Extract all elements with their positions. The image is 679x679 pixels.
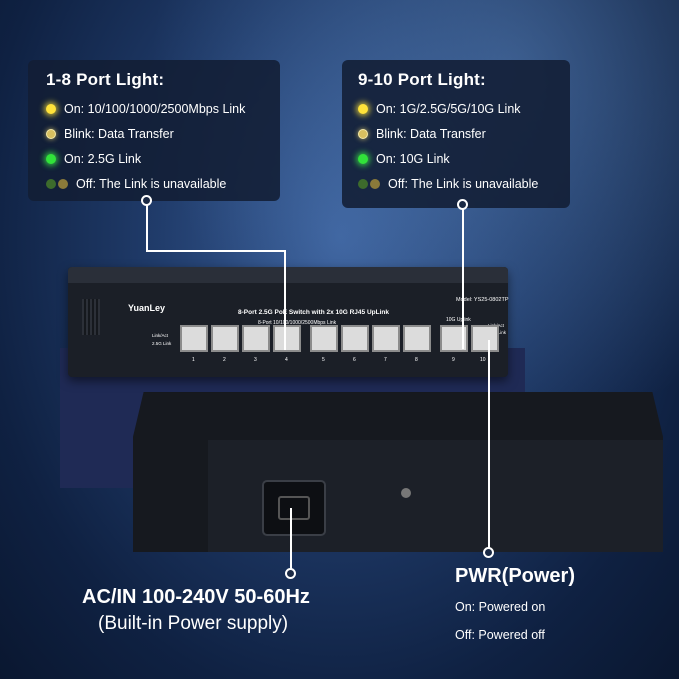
port-number: 2 xyxy=(223,357,226,363)
legend-row: On: 2.5G Link xyxy=(46,146,280,171)
led-green-icon xyxy=(46,153,56,164)
legend-text: On: 2.5G Link xyxy=(64,151,142,166)
power-supply-note: (Built-in Power supply) xyxy=(98,613,289,634)
led-yellow-icon xyxy=(358,103,368,114)
pwr-on-text: On: Powered on xyxy=(455,600,546,614)
port-row xyxy=(180,325,499,352)
legend-row: On: 10G Link xyxy=(358,146,570,171)
legend-text: On: 10/100/1000/2500Mbps Link xyxy=(64,101,246,116)
switch-rear xyxy=(133,392,663,552)
pwr-title: PWR(Power) xyxy=(455,565,575,587)
leader-line xyxy=(462,209,464,349)
port-number: 8 xyxy=(415,357,418,363)
model-number: Model: YS25-0802TP xyxy=(456,297,509,303)
leader-line xyxy=(146,250,286,252)
leader-line xyxy=(146,205,148,252)
group-label: 8-Port 10/100/1000/2500Mbps Link xyxy=(258,320,337,326)
legend-row: Off: The Link is unavailable xyxy=(46,171,280,196)
rj45-port-icon xyxy=(242,325,270,352)
led-green-icon xyxy=(358,153,368,164)
legend-text: Off: The Link is unavailable xyxy=(76,176,227,191)
power-socket-icon xyxy=(262,480,326,536)
led-yellow-icon xyxy=(46,103,56,114)
rj45-port-icon xyxy=(273,325,301,352)
leader-node xyxy=(285,568,296,579)
legend-text: Blink: Data Transfer xyxy=(64,126,174,141)
switch-front: YuanLey 8-Port 2.5G PoE Switch with 2x 1… xyxy=(68,267,509,377)
leader-node xyxy=(483,547,494,558)
leader-line xyxy=(290,508,292,570)
rj45-port-icon xyxy=(471,325,499,352)
rj45-port-icon xyxy=(372,325,400,352)
group-label: 10G Uplink xyxy=(446,317,471,323)
legend-row: Off: The Link is unavailable xyxy=(358,171,570,196)
legend-text: Blink: Data Transfer xyxy=(376,126,486,141)
led-off-yellow-icon xyxy=(370,178,380,189)
leader-line xyxy=(284,250,286,350)
port-number: 6 xyxy=(353,357,356,363)
legend-text: Off: The Link is unavailable xyxy=(388,176,539,191)
ground-screw-icon xyxy=(401,488,411,498)
rj45-port-icon xyxy=(310,325,338,352)
rj45-port-icon xyxy=(211,325,239,352)
rj45-port-icon xyxy=(341,325,369,352)
panel-title: 9-10 Port Light: xyxy=(358,70,486,89)
port-number: 7 xyxy=(384,357,387,363)
legend-row: On: 1G/2.5G/5G/10G Link xyxy=(358,96,570,121)
led-label: Link/Act xyxy=(152,333,169,338)
legend-text: On: 1G/2.5G/5G/10G Link xyxy=(376,101,521,116)
legend-text: On: 10G Link xyxy=(376,151,450,166)
legend-row: Blink: Data Transfer xyxy=(46,121,280,146)
port-number: 5 xyxy=(322,357,325,363)
led-blink-icon xyxy=(46,128,56,139)
led-off-yellow-icon xyxy=(58,178,68,189)
rj45-port-icon xyxy=(180,325,208,352)
led-off-green-icon xyxy=(46,178,56,189)
power-input-label: AC/IN 100-240V 50-60Hz xyxy=(82,586,310,608)
leader-line xyxy=(488,340,490,550)
port-number: 4 xyxy=(285,357,288,363)
led-blink-icon xyxy=(358,128,368,139)
rj45-port-icon xyxy=(403,325,431,352)
port-number: 9 xyxy=(452,357,455,363)
panel-title: 1-8 Port Light: xyxy=(46,70,165,89)
port-number: 3 xyxy=(254,357,257,363)
vent-grille xyxy=(82,299,100,335)
port-light-panel-9-10: 9-10 Port Light: On: 1G/2.5G/5G/10G Link… xyxy=(342,60,570,208)
legend-row: Blink: Data Transfer xyxy=(358,121,570,146)
brand-logo: YuanLey xyxy=(128,303,166,313)
pwr-off-text: Off: Powered off xyxy=(455,628,545,642)
port-light-panel-1-8: 1-8 Port Light: On: 10/100/1000/2500Mbps… xyxy=(28,60,280,201)
legend-row: On: 10/100/1000/2500Mbps Link xyxy=(46,96,280,121)
port-number: 10 xyxy=(480,357,486,363)
switch-top-face xyxy=(68,267,508,283)
led-label: 2.5G Link xyxy=(152,341,172,346)
port-number: 1 xyxy=(192,357,195,363)
led-off-green-icon xyxy=(358,178,368,189)
model-title: 8-Port 2.5G PoE Switch with 2x 10G RJ45 … xyxy=(238,309,389,316)
